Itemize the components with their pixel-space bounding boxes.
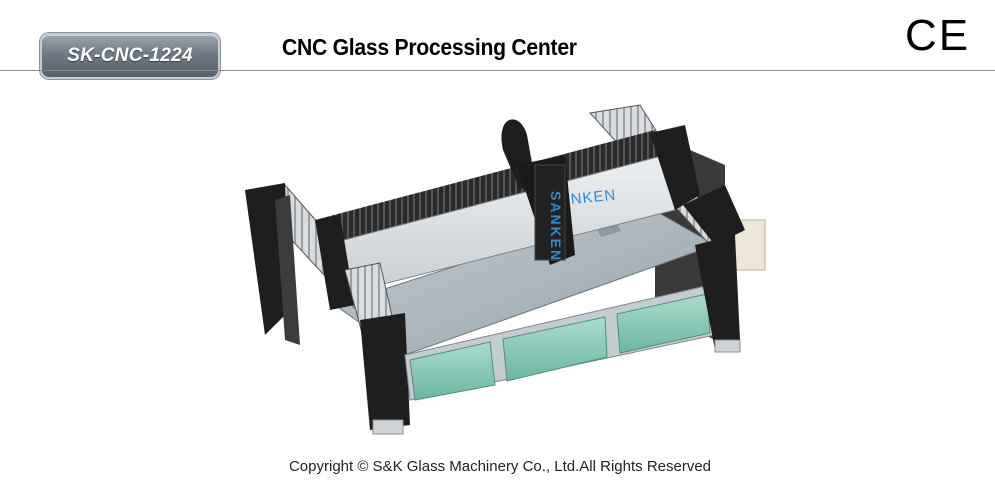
page-title: CNC Glass Processing Center [282, 34, 577, 60]
model-code-label: SK-CNC-1224 [67, 45, 193, 66]
front-glass-panels [404, 284, 716, 401]
cnc-machine-illustration: SANKEN SANKEN [245, 104, 766, 435]
header-divider [0, 70, 995, 71]
front-left-leg [344, 262, 411, 435]
front-right-leg [695, 235, 741, 353]
gantry-beam: SANKEN [315, 125, 700, 310]
model-badge: SK-CNC-1224 [40, 33, 220, 79]
spindle-head: SANKEN [501, 119, 575, 265]
head-brand-label: SANKEN [548, 191, 564, 262]
ce-certification-mark: CE [905, 11, 971, 60]
copyright-footer: Copyright © S&K Glass Machinery Co., Ltd… [288, 458, 712, 475]
